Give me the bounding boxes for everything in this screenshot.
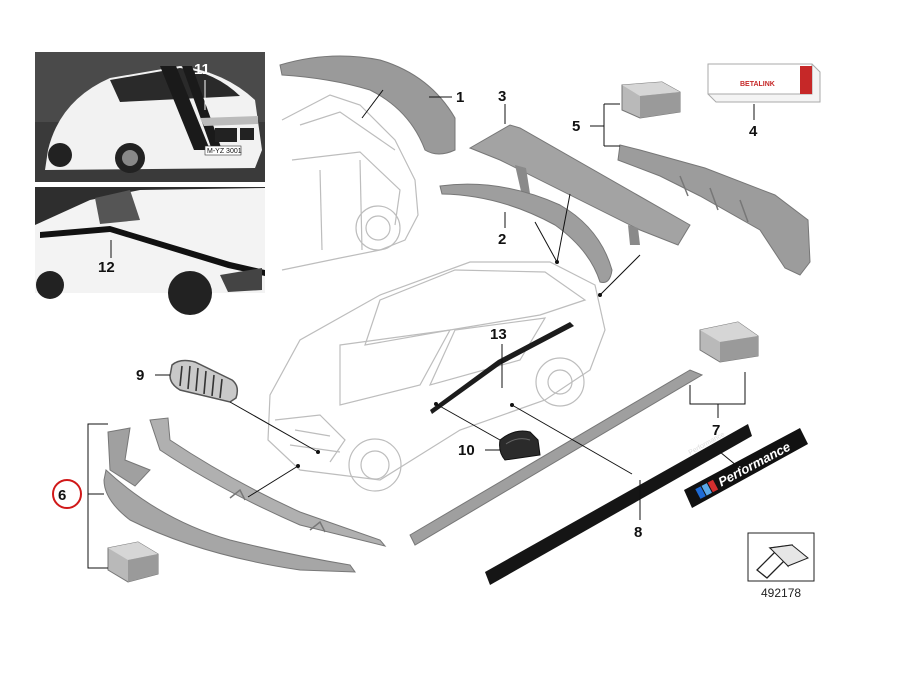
label-5: 5 [572,118,580,135]
wagon-outline [281,94,419,271]
adhesive-brand: BETALINK [740,81,775,88]
highlight-circle [52,479,82,509]
part-9-grille[interactable]: 9 [136,359,320,454]
part-10-mirror-cap[interactable]: 10 [434,402,541,461]
label-4: 4 [749,123,758,140]
label-7: 7 [712,422,720,439]
label-9: 9 [136,367,144,384]
reference-icon-box: 492178 [747,532,815,600]
photo-11[interactable]: M-YZ 3001 11 [35,52,265,182]
plate-text: M-YZ 3001 [207,148,242,155]
part-3-rear-wing[interactable]: 3 [468,88,691,246]
label-1: 1 [456,89,464,106]
label-6: 6 [58,487,66,504]
part-4-adhesive-box[interactable]: BETALINK 4 [707,63,821,140]
photo-12[interactable]: 12 [35,187,265,315]
label-13: 13 [490,326,507,343]
performance-badge[interactable]: Performance [684,428,808,508]
part-2-trunk-spoiler[interactable]: 2 [439,183,613,283]
part-13-side-decal[interactable]: 13 [430,322,574,414]
part-1-roof-spoiler[interactable]: 1 [279,55,464,155]
label-10: 10 [458,442,475,459]
label-3: 3 [498,88,506,105]
part-5-diffuser[interactable]: 5 [572,81,811,297]
label-12: 12 [98,259,115,276]
main-car-outline [267,261,606,492]
label-8: 8 [634,524,642,541]
part-7-side-skirt[interactable]: 7 [409,321,759,546]
label-11: 11 [194,61,210,78]
reference-number: 492178 [761,586,801,600]
part-6-front-splitter[interactable]: 6 [52,417,387,583]
label-2: 2 [498,231,506,248]
